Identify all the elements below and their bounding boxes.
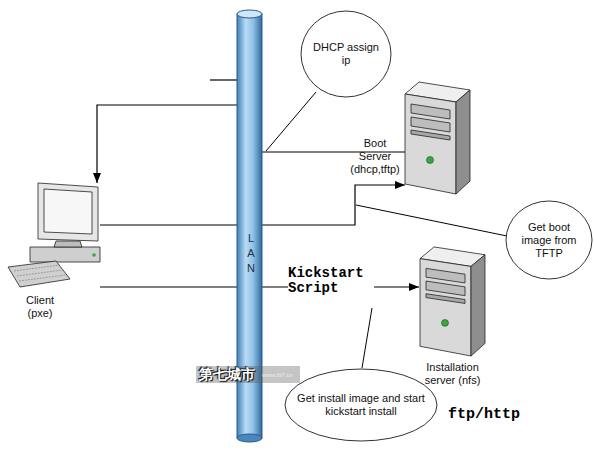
server-front — [420, 259, 471, 356]
callout-outline — [301, 11, 391, 97]
keyboard-keys — [17, 270, 63, 276]
callout-leader — [356, 205, 507, 236]
lan-pipe-end — [237, 434, 262, 442]
power-led — [92, 253, 96, 257]
computer-outline — [8, 183, 100, 288]
drive-bay — [426, 281, 465, 296]
desktop-case — [30, 247, 100, 262]
node-text: DHCP assign ip — [310, 10, 382, 98]
monitor-screen — [44, 189, 92, 234]
watermark: 第七城市 — [199, 366, 269, 384]
server-outline — [405, 80, 470, 195]
keyboard-keys — [19, 275, 66, 281]
server-side — [456, 90, 470, 194]
protocol-label: ftp/http — [448, 406, 548, 423]
node-text: Boot Server (dhcp,tftp) — [347, 137, 403, 176]
callout-outline — [285, 369, 437, 441]
drive-slot — [411, 130, 450, 140]
server-node: Boot Server (dhcp,tftp) — [405, 80, 470, 195]
drive-bay — [411, 117, 450, 132]
wire-stub — [210, 79, 240, 80]
monitor-frame — [38, 183, 98, 241]
server-node: Installation server (nfs) — [420, 245, 485, 357]
drive-bay — [426, 268, 465, 283]
callout-circle: DHCP assign ip — [300, 10, 392, 98]
power-led — [427, 157, 434, 164]
network-label: LAN — [242, 232, 257, 277]
drive-slot — [426, 294, 465, 304]
node-text: Client (pxe) — [18, 294, 62, 320]
callout-circle: Get boot image from TFTP — [505, 200, 593, 280]
callout-leader — [362, 308, 372, 368]
server-side — [471, 255, 485, 356]
node-text: Get boot image from TFTP — [513, 200, 585, 280]
drive-bay — [411, 104, 450, 119]
node-text: Get install image and start kickstart in… — [294, 368, 428, 442]
keyboard-keys — [14, 265, 60, 271]
watermark-url: www.th7.cn — [262, 372, 302, 378]
lan-pipe-end — [237, 10, 262, 18]
keyboard — [8, 261, 70, 287]
callout-leader — [266, 92, 316, 151]
server-front — [405, 94, 456, 194]
monitor-stand — [54, 241, 82, 247]
node-text: Installation server (nfs) — [412, 361, 493, 387]
client-node: Client (pxe) — [8, 183, 100, 288]
edge-label: Kickstart Script — [288, 266, 374, 296]
power-led — [442, 320, 449, 327]
server-outline — [420, 245, 485, 357]
callout-ellipse: Get install image and start kickstart in… — [284, 368, 438, 442]
callout-outline — [506, 201, 592, 279]
